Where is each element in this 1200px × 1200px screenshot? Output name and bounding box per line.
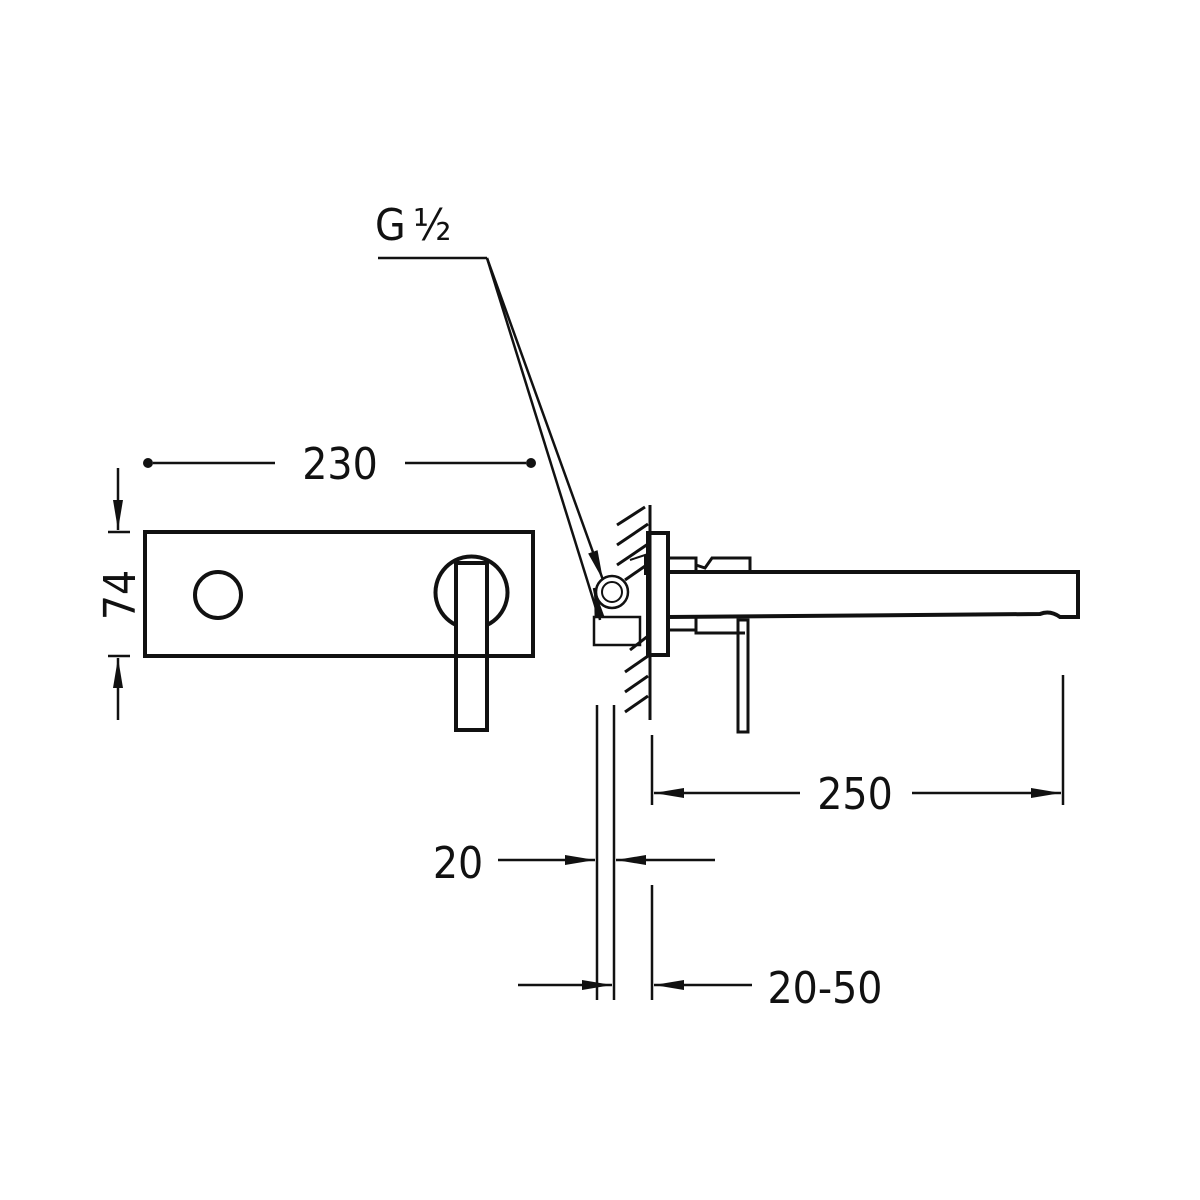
dimension-depth: 20 20-50 (433, 705, 883, 1014)
supply-connector (594, 574, 630, 610)
thread-label: G (375, 200, 406, 251)
dimension-height-label: 74 (95, 570, 146, 620)
dimension-wall-range-label: 20-50 (767, 963, 882, 1014)
wall-hatching (616, 505, 649, 714)
dimension-projection-label: 250 (817, 769, 893, 820)
thread-fraction: ½ (413, 200, 451, 251)
side-lever (736, 618, 750, 734)
dimension-width: 230 (143, 439, 536, 490)
side-view (592, 505, 1080, 734)
cover-plate (143, 530, 535, 658)
lever-handle (454, 561, 489, 732)
mounting-body (592, 615, 642, 647)
dimension-height: 74 (95, 468, 146, 720)
handle-rosette (433, 554, 510, 627)
flange (646, 531, 670, 657)
spout-outlet-circle (193, 570, 243, 620)
thread-callout: G ½ (375, 200, 605, 621)
dimension-projection: 250 (650, 675, 1065, 820)
dimension-plate-label: 20 (433, 838, 483, 889)
front-view (143, 530, 535, 732)
dimension-width-label: 230 (302, 439, 378, 490)
spout (667, 570, 1080, 619)
